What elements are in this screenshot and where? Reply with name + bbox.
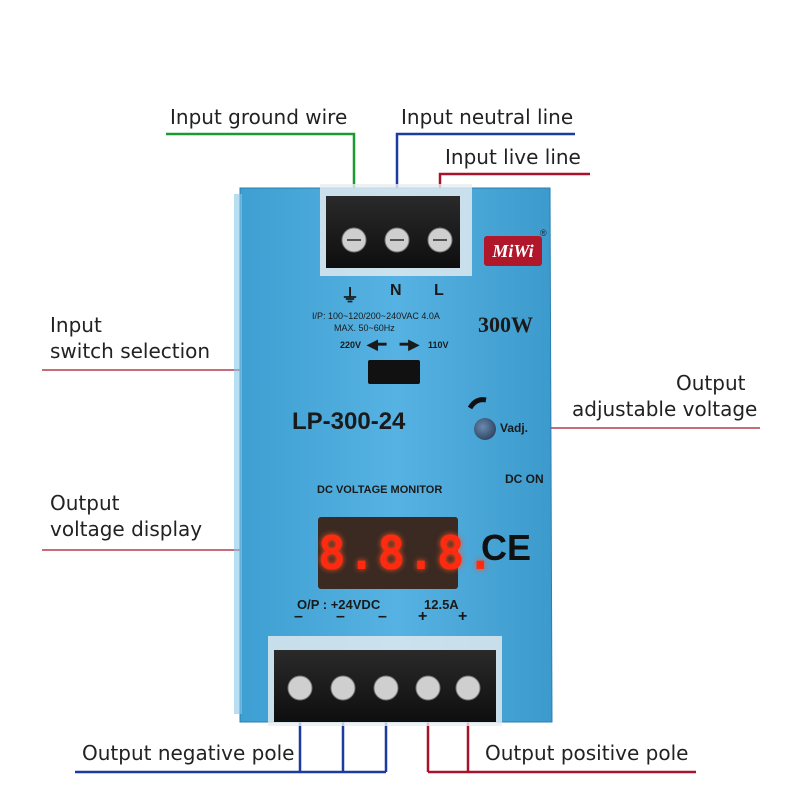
voltage-display: 8.8.8. (318, 517, 497, 589)
wattage: 300W (478, 312, 533, 337)
display-digits: 8.8.8. (318, 526, 497, 580)
output-spec: O/P : +24VDC (297, 597, 381, 612)
terminal-sign-1: – (294, 608, 303, 625)
output-terminals (287, 675, 481, 701)
callout-adj-1: Output (676, 371, 746, 395)
callout-ground: Input ground wire (170, 105, 348, 129)
terminal-sign-5: + (458, 608, 468, 625)
v220-label: 220V (340, 340, 362, 350)
vadj-label: Vadj. (500, 421, 529, 435)
callout-switch-1: Input (50, 313, 102, 337)
terminal-sign-3: – (378, 608, 387, 625)
arrow-right-icon: ━▶ (400, 336, 420, 352)
arrow-left-icon: ◀━ (367, 336, 387, 352)
input-spec-1: I/P: 100~120/200~240VAC 4.0A (312, 311, 440, 321)
ground-symbol: ⏚ (341, 286, 359, 306)
v110-label: 110V (428, 340, 449, 350)
terminal-sign-2: – (336, 608, 345, 625)
callout-display-1: Output (50, 491, 120, 515)
output-current: 12.5A (424, 597, 459, 612)
callout-adj-2: adjustable voltage (572, 397, 758, 421)
callout-display-2: voltage display (50, 517, 203, 541)
voltage-adjust-knob[interactable] (474, 418, 496, 440)
input-voltage-switch[interactable] (368, 360, 420, 384)
l-label: L (434, 282, 444, 299)
callout-live: Input live line (445, 145, 581, 169)
input-spec-2: MAX. 50~60Hz (334, 323, 395, 333)
n-label: N (390, 282, 402, 299)
dc-on-label: DC ON (505, 472, 544, 486)
terminal-sign-4: + (418, 608, 428, 625)
model-number: LP-300-24 (292, 408, 406, 435)
callout-positive: Output positive pole (485, 741, 689, 765)
callout-switch-2: switch selection (50, 339, 211, 363)
callout-neutral: Input neutral line (401, 105, 574, 129)
power-supply-body: CE (234, 184, 553, 726)
callout-negative: Output negative pole (82, 741, 295, 765)
brand-logo: MiWi (484, 236, 542, 266)
input-terminals (341, 227, 453, 253)
registered-mark: ® (540, 228, 547, 238)
ce-mark: CE (481, 527, 531, 568)
monitor-title: DC VOLTAGE MONITOR (317, 484, 443, 496)
